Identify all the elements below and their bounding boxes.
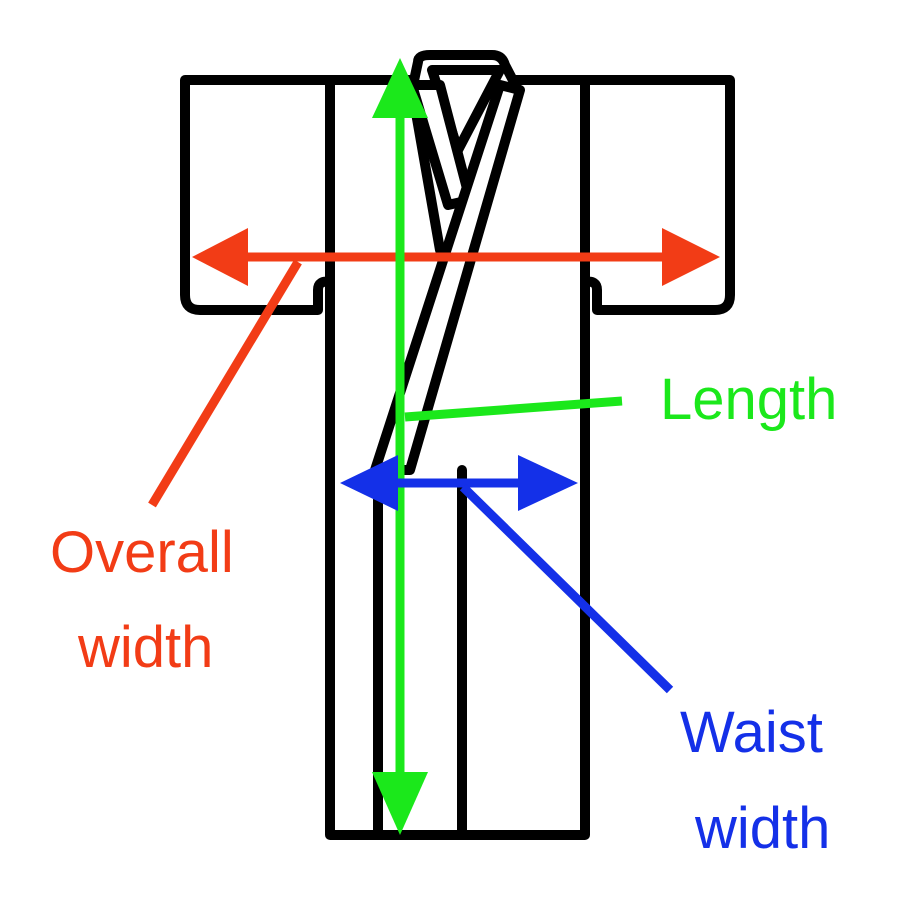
overall-width-label: Overall width (50, 520, 250, 680)
waist-width-arrowhead-left (340, 455, 398, 511)
left-sleeve (180, 75, 335, 315)
length-measure (372, 58, 623, 835)
waist-width-label-line2: width (694, 796, 830, 861)
waist-width-label-line1: Waist (680, 700, 823, 765)
overall-width-label-line2: width (77, 615, 213, 680)
overall-width-arrowhead-left (192, 228, 248, 286)
length-label: Length (660, 367, 837, 432)
waist-width-label: Waist width (680, 700, 839, 861)
overall-width-leader (148, 259, 302, 508)
length-leader (404, 396, 623, 422)
kimono-figure (180, 50, 735, 840)
collar-band-front (370, 80, 525, 475)
right-sleeve (580, 75, 735, 315)
waist-width-arrowhead-right (518, 455, 578, 511)
length-arrowhead-top (372, 58, 428, 118)
overall-width-label-line1: Overall (50, 520, 234, 585)
length-arrowhead-bottom (372, 772, 428, 835)
overall-width-measure (148, 228, 720, 508)
waist-width-leader (459, 483, 674, 694)
overall-width-arrowhead-right (662, 228, 720, 286)
waist-width-measure (340, 455, 674, 694)
